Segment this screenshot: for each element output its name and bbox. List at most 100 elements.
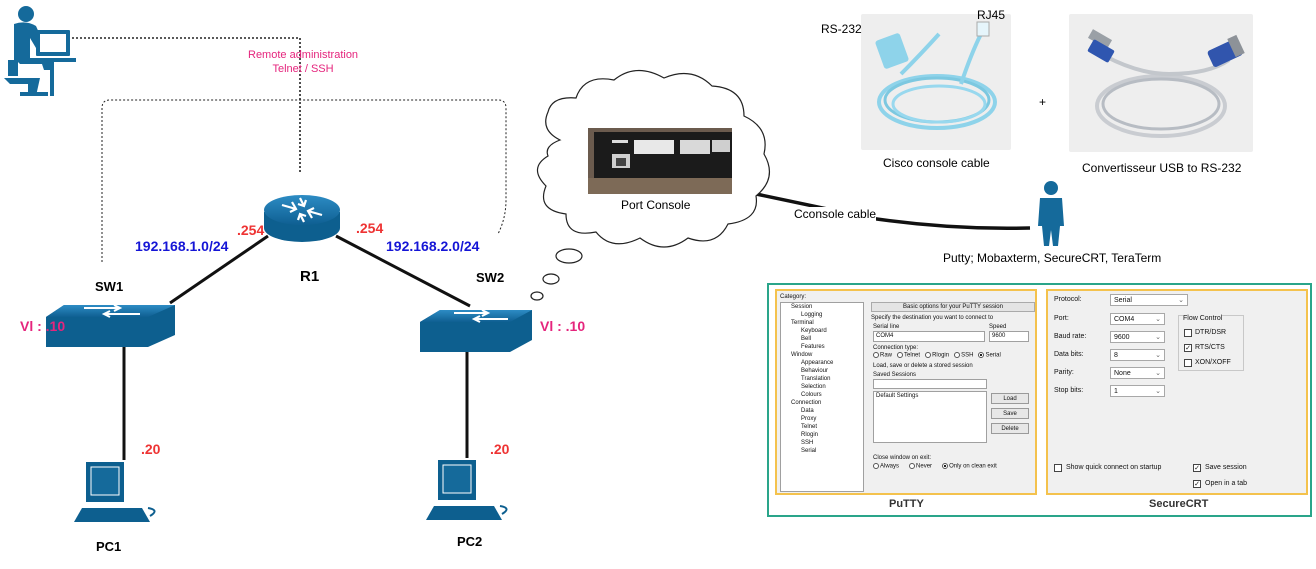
r1-sw1-link [169,234,269,305]
tree-terminal[interactable]: Terminal [791,320,814,326]
usb-converter-caption: Convertisseur USB to RS-232 [1082,161,1242,175]
tree-data[interactable]: Data [801,408,814,414]
management-loop-link [101,99,507,262]
switch-sw2-label: SW2 [476,270,505,285]
crt-xon-label: XON/XOFF [1195,359,1231,366]
securecrt-window: Protocol: Serial⌄ Port: COM4⌄ Baud rate:… [1046,289,1308,495]
crt-baud-select[interactable]: 9600⌄ [1110,331,1165,343]
putty-category-label: Category: [780,294,807,300]
tree-selection[interactable]: Selection [801,384,826,390]
tree-ssh[interactable]: SSH [801,440,814,446]
tree-logging[interactable]: Logging [801,312,823,318]
conn-telnet: Telnet [904,352,921,359]
tree-window[interactable]: Window [791,352,813,358]
crt-stop-bits-select[interactable]: 1⌄ [1110,385,1165,397]
crt-protocol-value: Serial [1114,297,1132,304]
putty-speed-field[interactable]: 9600 [989,331,1029,342]
crt-open-tab-label: Open in a tab [1205,480,1248,487]
usb-rs232-converter-photo [1069,14,1253,152]
putty-close-label: Close window on exit: [873,455,932,461]
securecrt-caption: SecureCRT [1149,498,1209,510]
tree-features[interactable]: Features [801,344,825,350]
putty-saved-input[interactable] [873,379,987,389]
remote-admin-label: Remote administration Telnet / SSH [248,48,358,76]
putty-specify: Specify the destination you want to conn… [871,315,994,321]
tree-colours[interactable]: Colours [801,392,822,398]
putty-saved-label: Saved Sessions [873,372,917,378]
crt-data-bits-select[interactable]: 8⌄ [1110,349,1165,361]
software-list-label: Putty; Mobaxterm, SecureCRT, TeraTerm [943,251,1162,265]
crt-port-select[interactable]: COM4⌄ [1110,313,1165,325]
crt-flow-control-group: Flow Control DTR/DSR ✓ RTS/CTS XON/XOFF [1178,315,1244,371]
crt-parity-select[interactable]: None⌄ [1110,367,1165,379]
putty-delete-button[interactable]: Delete [991,423,1029,434]
tree-connection[interactable]: Connection [791,400,822,406]
tree-translation[interactable]: Translation [801,376,831,382]
crt-protocol-select[interactable]: Serial⌄ [1110,294,1188,306]
network-left: 192.168.1.0/24 [135,238,229,254]
crt-baud-value: 9600 [1114,334,1130,341]
radio-ssh[interactable] [954,352,961,358]
tree-session[interactable]: Session [791,304,813,310]
crt-flow-label: Flow Control [1183,315,1223,322]
r1-right-ip: .254 [356,220,384,236]
tree-telnet[interactable]: Telnet [801,424,818,430]
putty-session-list[interactable]: Default Settings [873,391,987,443]
radio-raw[interactable] [873,352,879,358]
tree-behaviour[interactable]: Behaviour [801,368,829,374]
remote-admin-line2: Telnet / SSH [272,63,334,75]
tree-appearance[interactable]: Appearance [801,360,834,366]
crt-parity-label: Parity: [1054,369,1074,376]
crt-parity-value: None [1114,370,1131,377]
switch-sw1-label: SW1 [95,279,124,294]
crt-show-quick-checkbox[interactable] [1054,464,1062,472]
putty-serial-line-field[interactable]: COM4 [873,331,985,342]
crt-rts-checkbox[interactable]: ✓ [1184,344,1192,352]
tree-rlogin[interactable]: Rlogin [801,432,819,438]
cisco-cable-caption: Cisco console cable [883,156,990,170]
putty-category-tree: Session Logging Terminal Keyboard Bell F… [780,302,864,492]
user-person-icon [1038,181,1064,246]
tree-proxy[interactable]: Proxy [801,416,817,422]
crt-data-bits-value: 8 [1114,352,1118,359]
close-always: Always [880,463,900,470]
cisco-console-cable-photo [861,14,1011,150]
crt-dtr-label: DTR/DSR [1195,329,1227,336]
close-clean: Only on clean exit [949,463,997,470]
radio-clean-exit[interactable] [942,463,949,469]
radio-never[interactable] [909,463,916,469]
plus-sign: + [1039,95,1047,109]
putty-load-button[interactable]: Load [991,393,1029,404]
putty-window: Category: Session Logging Terminal Keybo… [775,289,1037,495]
putty-close-opts: Always Never Only on clean exit [873,463,997,470]
rs232-label: RS-232 [821,22,862,36]
radio-telnet[interactable] [897,352,904,358]
putty-save-button[interactable]: Save [991,408,1029,419]
chevron-down-icon: ⌄ [1155,388,1161,395]
pc1-icon [74,462,156,522]
crt-port-label: Port: [1054,315,1069,322]
putty-speed-label: Speed [989,324,1007,330]
radio-serial[interactable] [978,352,985,358]
putty-default-session[interactable]: Default Settings [876,393,919,399]
pc1-label: PC1 [96,539,122,554]
radio-rlogin[interactable] [925,352,932,358]
tree-serial[interactable]: Serial [801,448,817,454]
putty-conn-type-label: Connection type: [873,345,919,351]
crt-save-session-checkbox[interactable]: ✓ [1193,464,1201,472]
conn-ssh: SSH [961,352,974,359]
conn-raw: Raw [880,352,893,359]
sw1-vlan-ip: Vl : .10 [20,318,66,334]
crt-xon-checkbox[interactable] [1184,359,1192,367]
terminal-apps-panel: Category: Session Logging Terminal Keybo… [767,283,1312,517]
crt-open-tab-checkbox[interactable]: ✓ [1193,480,1201,488]
radio-always[interactable] [873,463,879,469]
crt-dtr-checkbox[interactable] [1184,329,1192,337]
pc2-ip: .20 [490,441,510,457]
network-right: 192.168.2.0/24 [386,238,480,254]
tree-bell[interactable]: Bell [801,336,812,342]
remote-admin-line1: Remote administration [248,49,359,61]
tree-keyboard[interactable]: Keyboard [801,328,827,334]
crt-stop-bits-value: 1 [1114,388,1118,395]
